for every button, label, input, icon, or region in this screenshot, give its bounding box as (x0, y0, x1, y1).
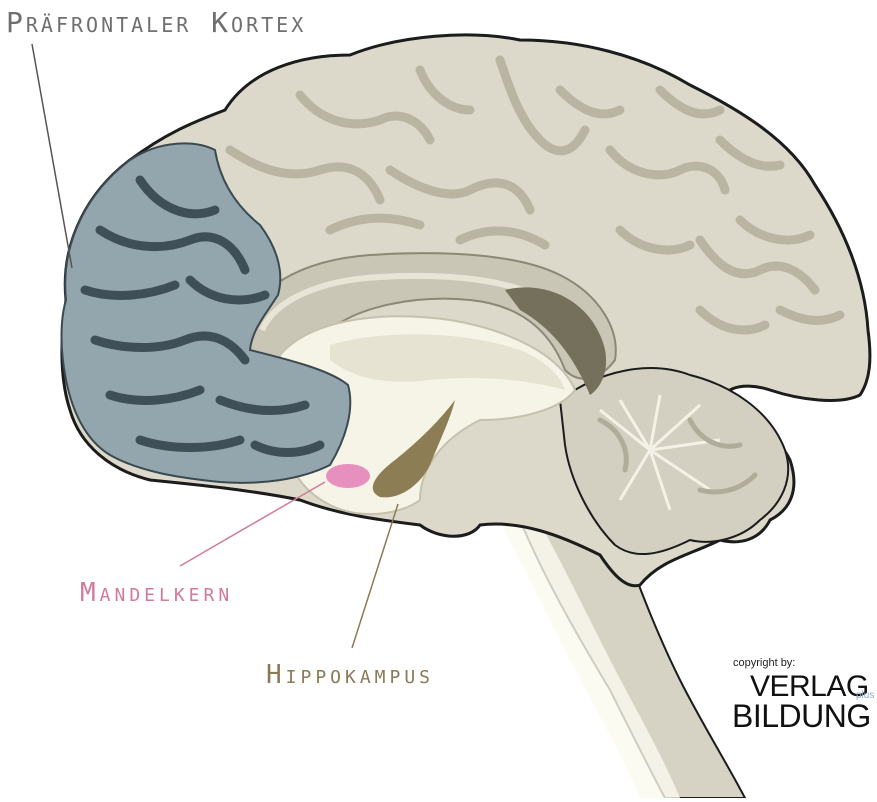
leader-line-prefrontal (32, 44, 72, 268)
label-amygdala: Mandelkern (80, 578, 233, 608)
copyright-text: copyright by: (733, 657, 795, 669)
brand-line2: BILDUNG (732, 698, 871, 735)
leader-line-amygdala (180, 482, 325, 566)
label-prefrontal-cortex: Präfrontaler Kortex (6, 6, 306, 39)
amygdala (326, 464, 370, 488)
label-hippocampus: Hippokampus (266, 660, 434, 690)
leader-line-hippocampus (352, 504, 398, 648)
